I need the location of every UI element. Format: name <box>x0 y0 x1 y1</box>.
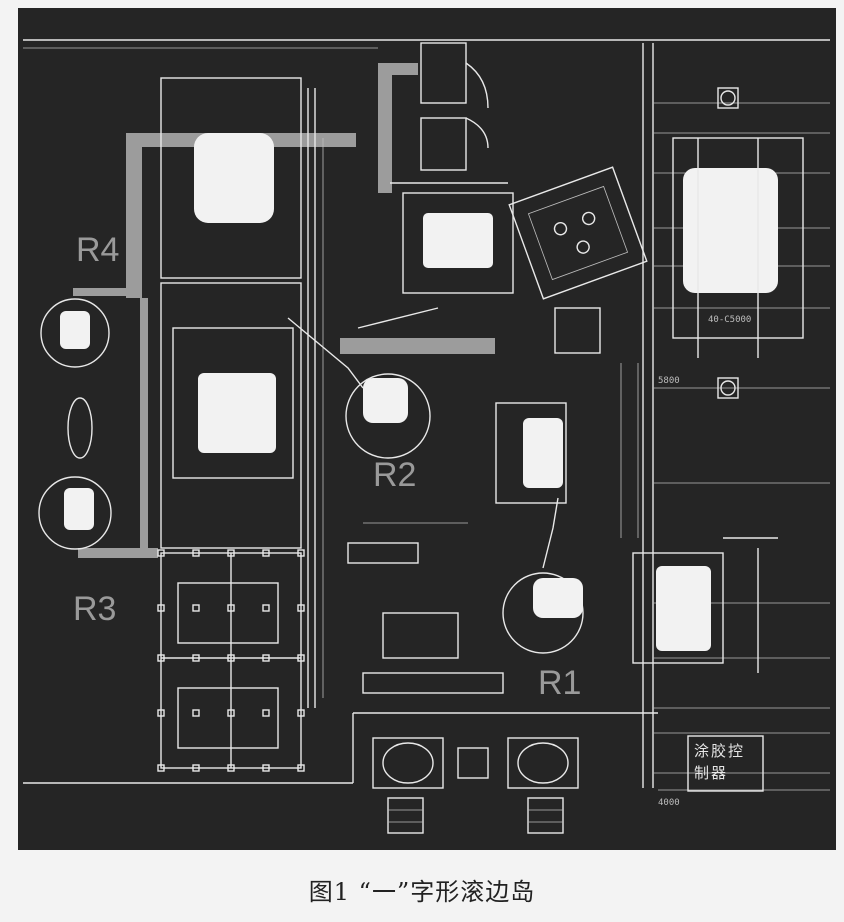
frame-node <box>262 654 270 662</box>
frame-node <box>297 549 305 557</box>
frame-node <box>192 604 200 612</box>
robot-label-r3: R3 <box>73 590 117 628</box>
frame-node <box>227 654 235 662</box>
figure-caption: 图1 “一”字形滚边岛 <box>308 878 536 906</box>
frame-node <box>157 764 165 772</box>
frame-node <box>157 654 165 662</box>
glue-controller-line-2: 制器 <box>694 764 729 782</box>
frame-node <box>192 764 200 772</box>
robot-label-r1: R1 <box>538 664 582 702</box>
frame-node <box>227 764 235 772</box>
frame-node <box>227 604 235 612</box>
frame-node <box>157 549 165 557</box>
frame-node <box>227 549 235 557</box>
dimension-label: 5800 <box>658 376 680 386</box>
dimension-label: 40-C5000 <box>708 315 752 325</box>
glue-controller-line-1: 涂胶控 <box>694 742 746 760</box>
layout-drawing: R4 R3 R2 R1 涂胶控 制器 40-C5000 5800 4000 <box>18 8 836 850</box>
frame-node <box>227 709 235 717</box>
frame-node <box>262 764 270 772</box>
frame-node <box>297 604 305 612</box>
robot-label-r4: R4 <box>76 231 120 269</box>
cad-linework <box>23 39 830 834</box>
frame-node <box>297 709 305 717</box>
dimension-label: 4000 <box>658 798 680 808</box>
frame-node <box>157 709 165 717</box>
frame-node <box>192 549 200 557</box>
robot-label-r2: R2 <box>373 456 417 494</box>
frame-node <box>192 654 200 662</box>
frame-node <box>262 604 270 612</box>
frame-node <box>297 764 305 772</box>
frame-node <box>262 549 270 557</box>
frame-node <box>262 709 270 717</box>
frame-node <box>192 709 200 717</box>
frame-node <box>157 604 165 612</box>
frame-node <box>297 654 305 662</box>
glue-controller-label: 涂胶控 制器 <box>694 740 745 784</box>
